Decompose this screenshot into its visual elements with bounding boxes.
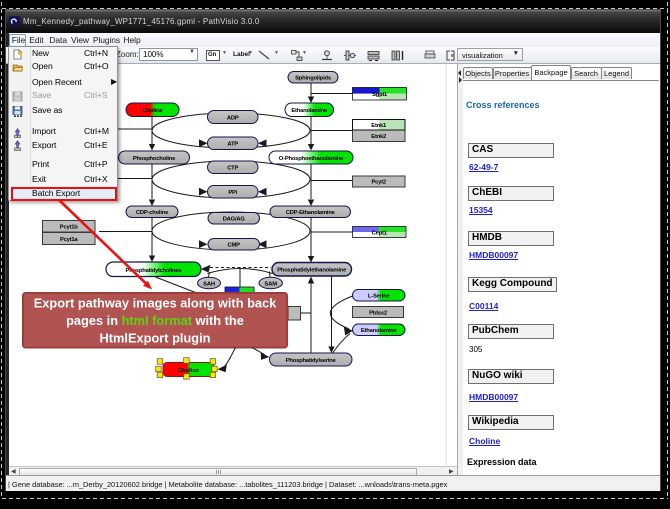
svg-text:Ethanolamine: Ethanolamine <box>291 108 328 114</box>
svg-text:Sphingolipids: Sphingolipids <box>295 76 331 82</box>
svg-text:Phosphatidylcholines: Phosphatidylcholines <box>126 268 182 274</box>
svg-text:Pcyt1b: Pcyt1b <box>60 225 78 231</box>
svg-text:CDP-choline: CDP-choline <box>136 210 169 216</box>
svg-text:Pcyt2: Pcyt2 <box>371 180 385 186</box>
svg-text:Ethanolamine: Ethanolamine <box>361 328 398 334</box>
svg-text:CDP-Ethanolamine: CDP-Ethanolamine <box>286 210 336 216</box>
svg-text:Phosphocholine: Phosphocholine <box>133 156 176 162</box>
svg-text:PPi: PPi <box>228 190 237 196</box>
svg-text:Choline: Choline <box>178 368 200 374</box>
svg-text:O-Phosphoethanolamine: O-Phosphoethanolamine <box>279 156 344 162</box>
svg-text:SAM: SAM <box>265 281 278 287</box>
svg-text:L-Serine: L-Serine <box>368 294 391 300</box>
svg-text:DAG/AG: DAG/AG <box>223 217 246 223</box>
svg-text:Phosphatidylethanolamine: Phosphatidylethanolamine <box>277 268 347 274</box>
svg-text:pages in html format with the: pages in html format with the <box>66 313 244 328</box>
svg-text:ATP: ATP <box>227 142 238 148</box>
svg-text:CTP: CTP <box>227 166 238 172</box>
svg-text:Cept1: Cept1 <box>372 230 388 236</box>
svg-text:HtmlExport plugin: HtmlExport plugin <box>100 331 211 346</box>
svg-text:Sgpl1: Sgpl1 <box>372 92 388 98</box>
svg-text:Pcyt1a: Pcyt1a <box>60 237 78 243</box>
svg-text:Ptdss2: Ptdss2 <box>369 310 387 316</box>
svg-text:Etnk1: Etnk1 <box>371 123 387 129</box>
svg-text:CMP: CMP <box>228 243 241 249</box>
svg-text:Phosphatidylserine: Phosphatidylserine <box>286 358 337 364</box>
svg-text:Etnk2: Etnk2 <box>371 134 386 140</box>
svg-text:ADP: ADP <box>227 115 239 121</box>
svg-text:SAH: SAH <box>203 281 215 287</box>
svg-text:Export pathway images along wi: Export pathway images along with back <box>34 296 277 311</box>
svg-text:Choline: Choline <box>143 108 164 114</box>
